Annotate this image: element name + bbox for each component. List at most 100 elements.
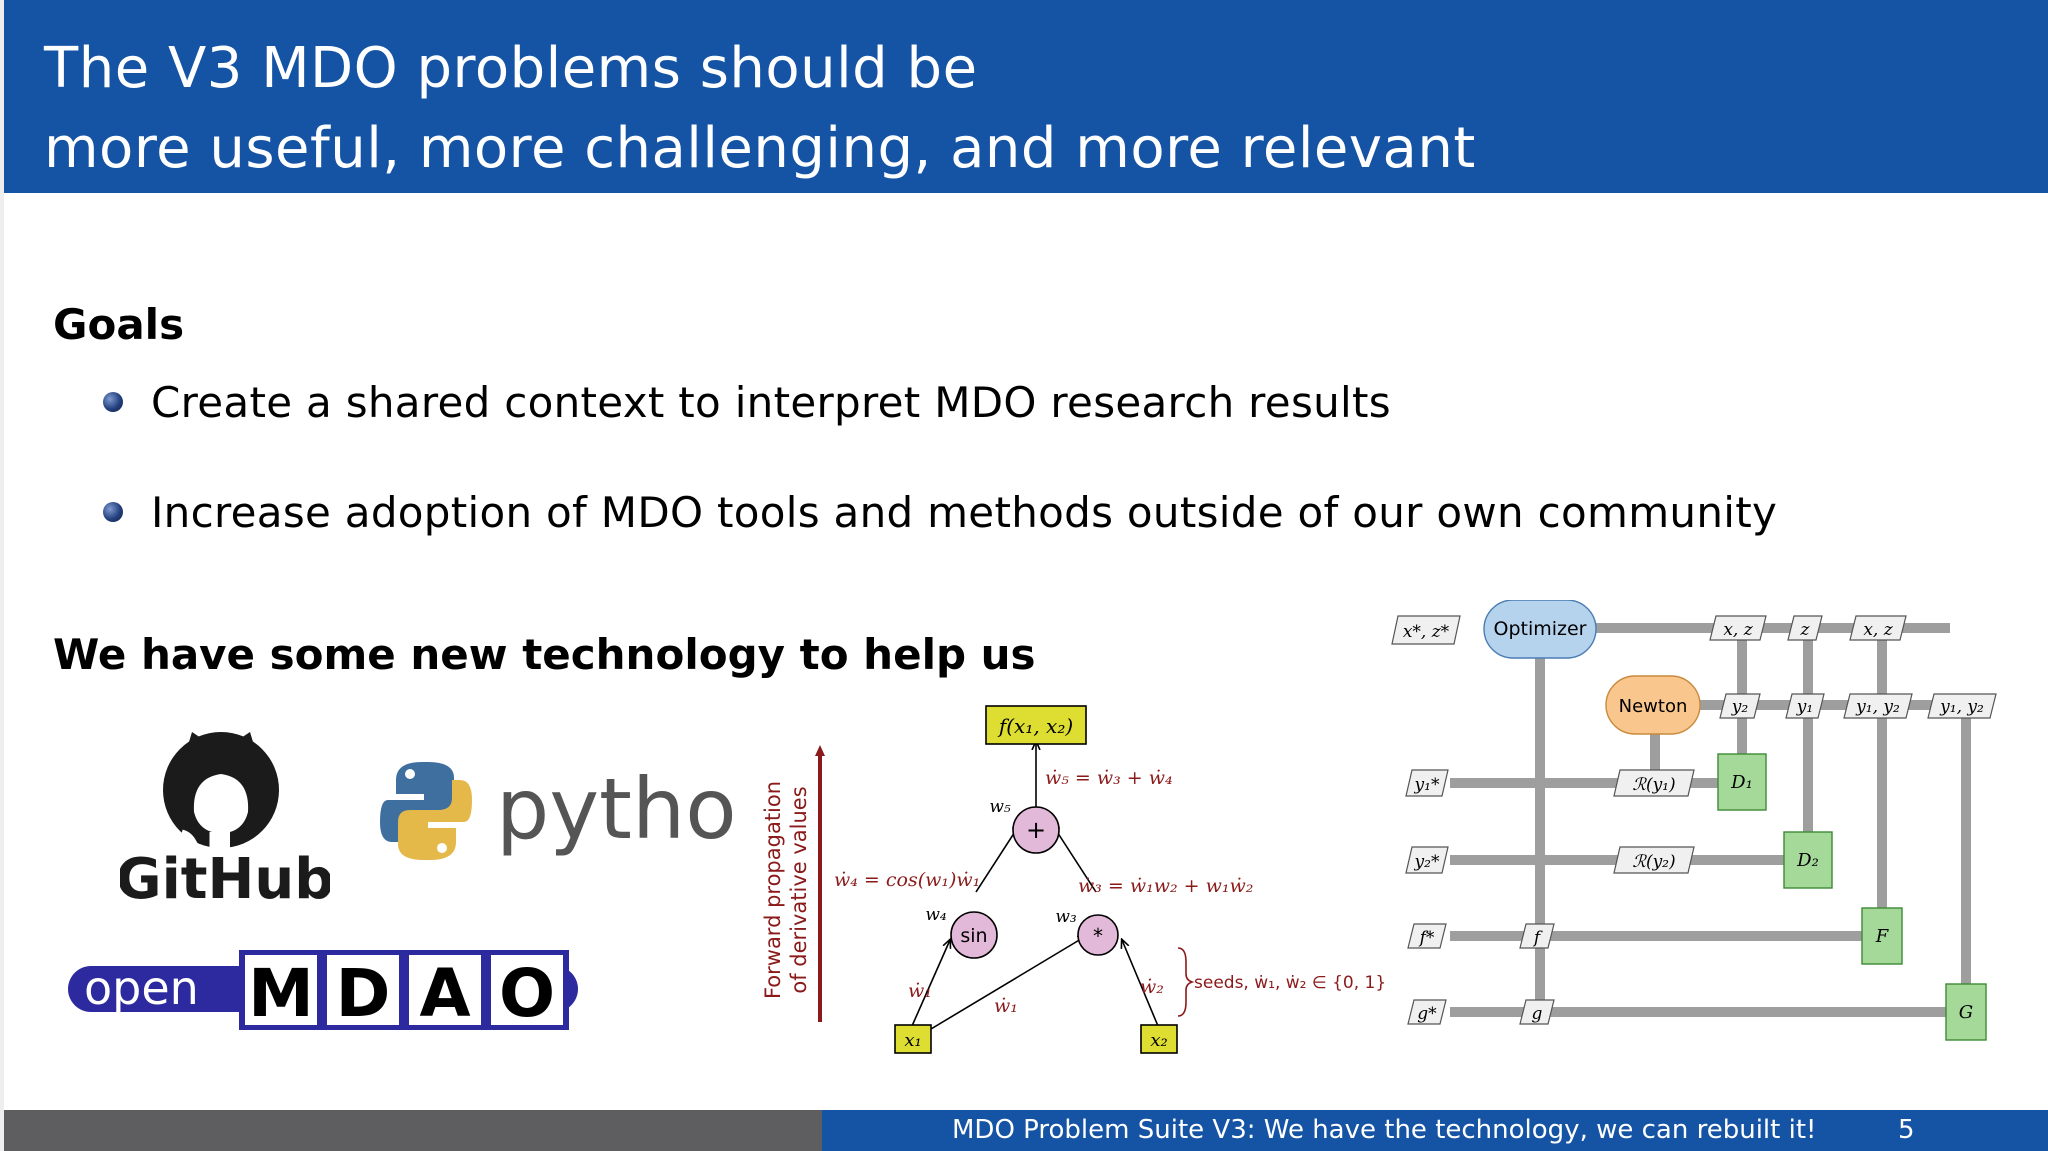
x1-node-box xyxy=(894,1024,932,1054)
top-xz-2-box xyxy=(1849,615,1907,641)
sin-node xyxy=(950,911,998,959)
footer-left-bar xyxy=(4,1110,822,1151)
times-node-label: * xyxy=(1093,924,1103,948)
top-xz-1-label: x, z xyxy=(1723,620,1753,640)
f-big-label: F xyxy=(1875,926,1890,947)
goal-bullet-text: Increase adoption of MDO tools and metho… xyxy=(151,487,1778,537)
seeds-brace xyxy=(1177,947,1195,1017)
ad-graph-diagram: Forward propagation of derivative values… xyxy=(761,705,1386,1054)
edge-sin-to-plus xyxy=(975,824,1020,893)
x2-node-label: x₂ xyxy=(1150,1030,1167,1051)
g-big-label: G xyxy=(1959,1002,1973,1023)
openmdao-letters: M D A O xyxy=(239,950,569,1030)
openmdao-logo: open M D A O xyxy=(68,950,578,1030)
goals-heading: Goals xyxy=(53,300,185,349)
slide-left-border xyxy=(0,0,4,1151)
output-node-box xyxy=(985,705,1087,745)
openmdao-open-text: open xyxy=(84,961,199,1015)
footer-title: MDO Problem Suite V3: We have the techno… xyxy=(952,1115,1817,1145)
title-bar xyxy=(4,0,2048,193)
page-number: 5 xyxy=(1898,1115,1915,1145)
g-big-node xyxy=(1945,983,1987,1041)
w1-dot-left-label: ẇ₁ xyxy=(908,980,932,1002)
f-big-node xyxy=(1861,907,1903,965)
xdsm-diagram: x*, z* Optimizer x, z z x, z Newton y₂ y… xyxy=(1391,600,1997,1041)
slide-title-line-2: more useful, more challenging, and more … xyxy=(44,116,1476,181)
y1-star-label: y₁* xyxy=(1414,775,1440,795)
d2-label: D₂ xyxy=(1796,850,1819,871)
d1-node xyxy=(1717,753,1767,811)
y2-star-label: y₂* xyxy=(1414,852,1440,872)
forward-propagation-label-line-2: of derivative values xyxy=(787,786,811,993)
y1y2-a-label: y₁, y₂ xyxy=(1855,697,1900,717)
y1y2-b-box xyxy=(1927,693,1997,719)
bullet-icon xyxy=(103,392,123,412)
g-small-box xyxy=(1519,999,1555,1025)
w5-label: w₅ xyxy=(989,797,1011,817)
github-wordmark: GitHub xyxy=(120,847,330,908)
python-wordmark: python xyxy=(496,760,738,858)
plus-node xyxy=(1012,806,1060,854)
top-z-label: z xyxy=(1800,620,1811,640)
goal-bullet-1: Create a shared context to interpret MDO… xyxy=(103,372,1391,432)
edge-x1-to-times xyxy=(925,936,1086,1033)
edge-x1-to-sin xyxy=(911,940,950,1027)
top-xz-1-box xyxy=(1709,615,1767,641)
y2-a-label: y₂ xyxy=(1731,697,1749,717)
github-logo: GitHub xyxy=(120,732,330,908)
w4-label: w₄ xyxy=(925,905,947,925)
y1-a-label: y₁ xyxy=(1796,697,1813,717)
w4-derivative-equation: ẇ₄ = cos(w₁)ẇ₁ xyxy=(834,869,980,891)
goal-bullet-2: Increase adoption of MDO tools and metho… xyxy=(103,482,1777,542)
residual-y2-box xyxy=(1613,846,1695,874)
residual-y1-label: ℛ(y₁) xyxy=(1632,775,1675,795)
edge-times-to-plus xyxy=(1052,824,1097,893)
technology-heading: We have some new technology to help us xyxy=(53,630,1036,679)
f-small-box xyxy=(1519,923,1555,949)
w5-derivative-equation: ẇ₅ = ẇ₃ + ẇ₄ xyxy=(1045,767,1173,789)
seeds-label: seeds, ẇ₁, ẇ₂ ∈ {0, 1} xyxy=(1194,973,1386,993)
python-snakes-icon xyxy=(380,762,472,860)
residual-y1-box xyxy=(1613,769,1695,797)
g-star-box xyxy=(1407,999,1447,1025)
edge-x2-to-times xyxy=(1122,940,1159,1027)
f-star-label: f* xyxy=(1418,928,1435,948)
top-z-box xyxy=(1787,615,1823,641)
optimizer-node xyxy=(1483,600,1597,659)
y1y2-a-box xyxy=(1843,693,1913,719)
openmdao-letter-m: M xyxy=(248,955,314,1030)
bullet-icon xyxy=(103,502,123,522)
plus-node-label: + xyxy=(1026,816,1046,844)
f-star-box xyxy=(1407,923,1447,949)
xz-star-label: x*, z* xyxy=(1403,622,1450,642)
top-xz-2-label: x, z xyxy=(1863,620,1893,640)
optimizer-label: Optimizer xyxy=(1493,618,1586,640)
y2-star-box xyxy=(1405,846,1449,874)
newton-node xyxy=(1605,675,1701,735)
w2-dot-label: ẇ₂ xyxy=(1140,976,1164,998)
residual-y2-label: ℛ(y₂) xyxy=(1632,852,1675,872)
xz-star-box xyxy=(1391,615,1461,645)
d2-node xyxy=(1783,831,1833,889)
output-node-label: f(x₁, x₂) xyxy=(997,714,1073,738)
newton-label: Newton xyxy=(1619,696,1688,717)
y1-a-box xyxy=(1785,693,1825,719)
y1y2-b-label: y₁, y₂ xyxy=(1939,697,1984,717)
d1-label: D₁ xyxy=(1730,772,1753,793)
sin-node-label: sin xyxy=(960,925,987,947)
goal-bullet-text: Create a shared context to interpret MDO… xyxy=(151,377,1391,427)
python-logo: python xyxy=(380,760,738,860)
footer-right-bar xyxy=(822,1110,2048,1151)
x1-node-label: x₁ xyxy=(904,1030,921,1051)
x2-node-box xyxy=(1140,1024,1178,1054)
slide-title-line-1: The V3 MDO problems should be xyxy=(44,36,978,101)
g-small-label: g xyxy=(1532,1004,1543,1024)
w3-label: w₃ xyxy=(1055,907,1077,927)
openmdao-letter-d: D xyxy=(336,955,391,1030)
w1-dot-middle-label: ẇ₁ xyxy=(994,995,1018,1017)
g-star-label: g* xyxy=(1417,1004,1437,1024)
times-node xyxy=(1077,914,1119,956)
github-octocat-icon xyxy=(163,732,279,855)
xdsm-data-lines xyxy=(1450,623,1971,1017)
